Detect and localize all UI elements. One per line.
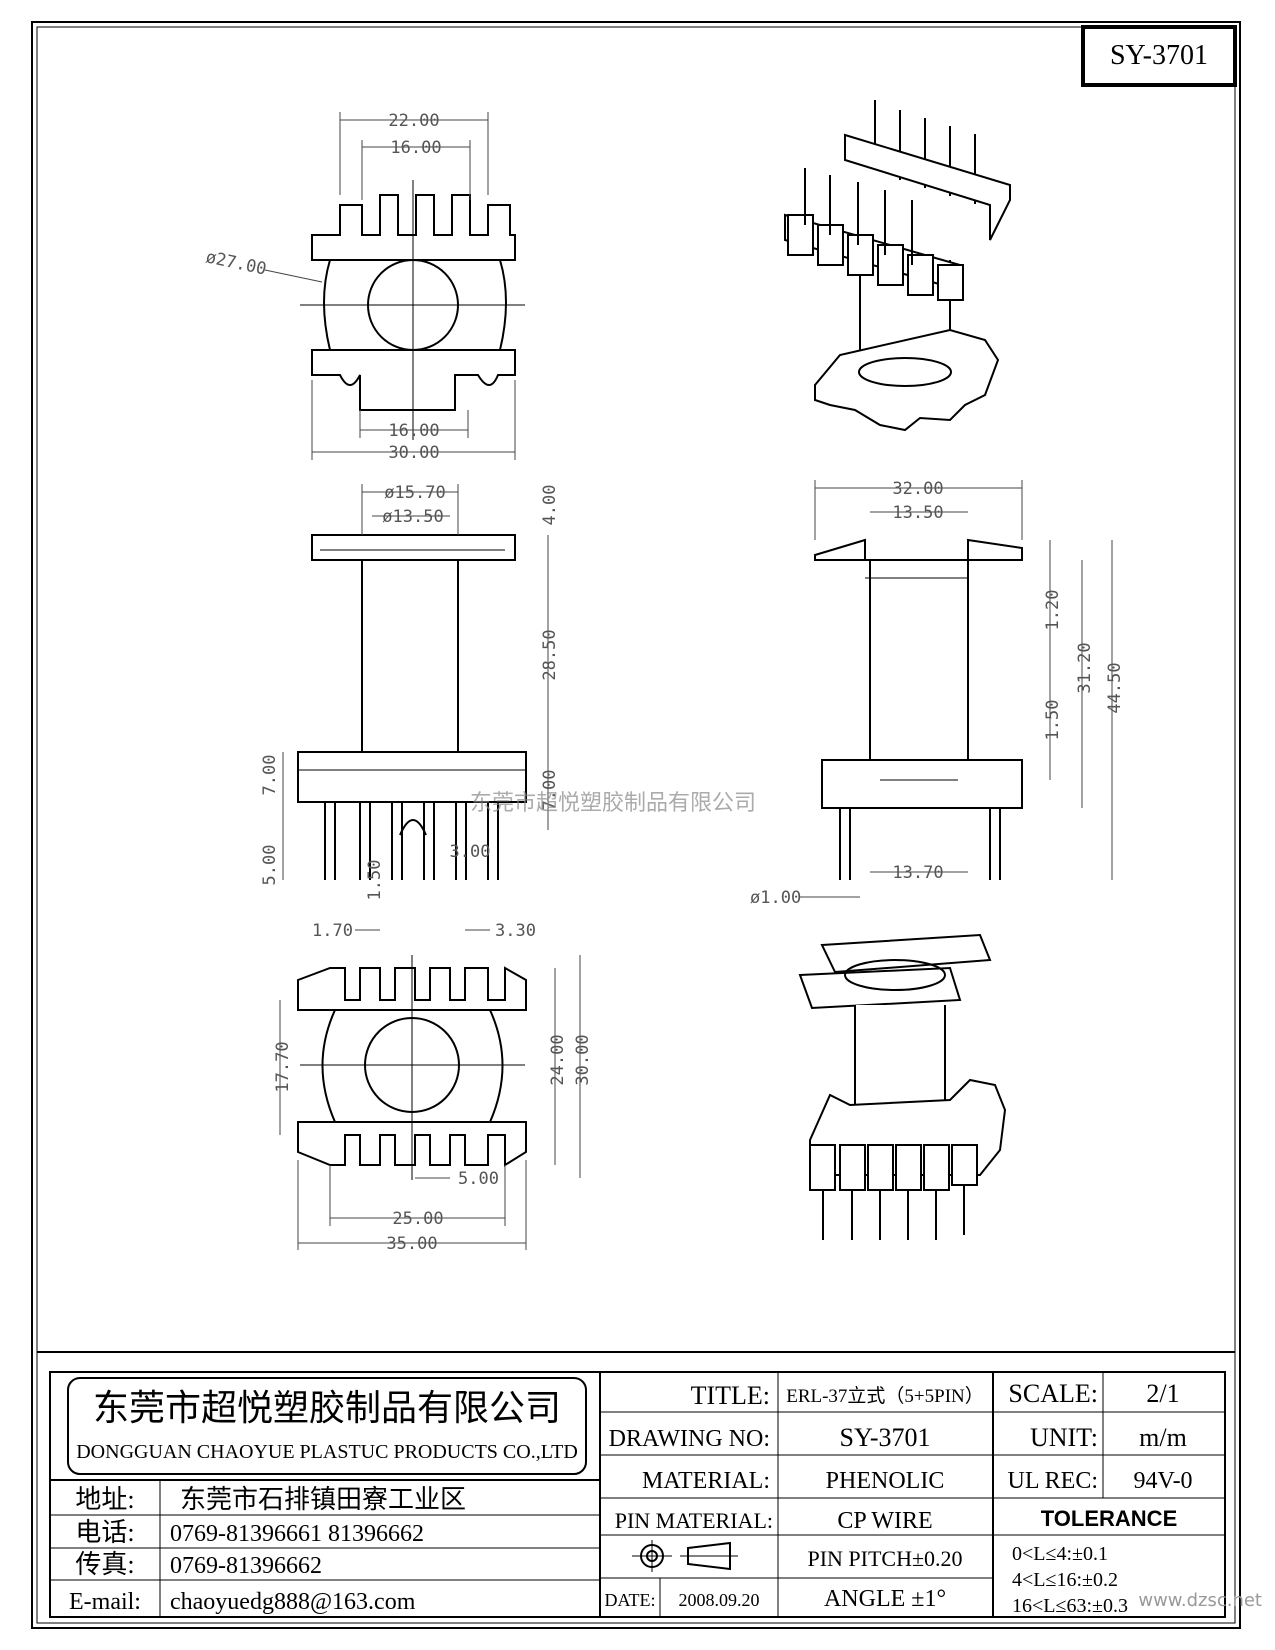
dim-pin-len: 5.00 (260, 845, 280, 886)
address-label: 地址: (75, 1485, 134, 1514)
ul-value: 94V-0 (1133, 1468, 1192, 1494)
pin-pitch: PIN PITCH±0.20 (807, 1546, 962, 1571)
drawing-code: SY-3701 (1110, 40, 1208, 71)
dim-total: 44.50 (1105, 662, 1125, 713)
side-view: 32.00 13.50 1.20 1.50 31.20 44.50 13.70 … (750, 479, 1125, 908)
drawing-no-value: SY-3701 (839, 1423, 930, 1452)
dim-h1: 1.20 (1043, 590, 1063, 631)
date-value: 2008.09.20 (679, 1590, 760, 1610)
dim-outer-width: 22.00 (388, 111, 439, 131)
scale-value: 2/1 (1146, 1379, 1179, 1408)
tol-1: 0<L≤4:±0.1 (1012, 1543, 1108, 1565)
ul-label: UL REC: (1008, 1468, 1098, 1494)
tol-2: 4<L≤16:±0.2 (1012, 1569, 1118, 1591)
dim-pin-w: 1.50 (365, 860, 385, 901)
title-label: TITLE: (691, 1381, 770, 1410)
dim-d1: ø15.70 (384, 483, 445, 503)
dim-h3: 30.00 (573, 1034, 593, 1085)
iso-view-top (784, 100, 1011, 432)
outer-frame (31, 21, 1241, 1629)
dim-width: 32.00 (892, 479, 943, 499)
drawing-no-label: DRAWING NO: (609, 1426, 770, 1452)
iso-view-bottom (798, 933, 1007, 1240)
material-label: MATERIAL: (642, 1468, 770, 1494)
dim-pin-dia: ø1.00 (750, 888, 801, 908)
dim-top-h: 4.00 (540, 485, 560, 526)
phone-label: 电话: (75, 1518, 134, 1547)
tol-3: 16<L≤63:±0.3 (1012, 1595, 1128, 1617)
top-view: 22.00 16.00 ø27.00 16.00 30.00 (204, 111, 525, 463)
dim-bottom-inner: 16.00 (388, 421, 439, 441)
dim-h1: 17.70 (273, 1041, 293, 1092)
dim-body-h: 28.50 (540, 629, 560, 680)
dim-h2: 24.00 (548, 1034, 568, 1085)
projection-symbol-icon (632, 1540, 738, 1572)
dim-base-h2: 7.00 (540, 770, 560, 811)
dim-d2: ø13.50 (382, 507, 443, 527)
date-label: DATE: (605, 1590, 656, 1610)
material-value: PHENOLIC (826, 1468, 945, 1494)
angle: ANGLE ±1° (824, 1586, 946, 1612)
dim-pitch: 5.00 (458, 1169, 499, 1189)
unit-value: m/m (1139, 1423, 1187, 1452)
dim-inner-width: 16.00 (390, 138, 441, 158)
title-value: ERL-37立式（5+5PIN） (786, 1385, 984, 1407)
fax-label: 传真: (75, 1550, 134, 1579)
tolerance-label: TOLERANCE (1041, 1506, 1178, 1531)
company-cn: 东莞市超悦塑胶制品有限公司 (93, 1388, 561, 1428)
fax-value: 0769-81396662 (170, 1553, 322, 1579)
dim-span: 25.00 (392, 1209, 443, 1229)
dim-total: 35.00 (386, 1234, 437, 1254)
title-block: 东莞市超悦塑胶制品有限公司 DONGGUAN CHAOYUE PLASTUC P… (37, 1351, 1262, 1618)
email-value: chaoyuedg888@163.com (170, 1589, 416, 1615)
code-box (1081, 25, 1237, 87)
dim-slot: 3.00 (450, 842, 491, 862)
pin-material-value: CP WIRE (837, 1508, 932, 1534)
pin-material-label: PIN MATERIAL: (615, 1508, 773, 1533)
inner-frame (36, 26, 1236, 1624)
dim-a: 1.70 (312, 921, 353, 941)
dim-base-h: 7.00 (260, 755, 280, 796)
dim-pin-span: 13.70 (892, 863, 943, 883)
bottom-view: 1.70 3.30 17.70 24.00 30.00 5.00 25.00 3… (273, 921, 593, 1254)
dim-h2: 31.20 (1075, 642, 1095, 693)
site-mark: www.dzsc.net (1138, 1590, 1262, 1611)
front-view: ø15.70 ø13.50 4.00 28.50 7.00 7.00 5.00 … (260, 483, 560, 900)
address-value: 东莞市石排镇田寮工业区 (180, 1485, 466, 1514)
unit-label: UNIT: (1030, 1423, 1098, 1452)
phone-value: 0769-81396661 81396662 (170, 1521, 424, 1547)
dim-h3: 1.50 (1043, 700, 1063, 741)
email-label: E-mail: (69, 1589, 141, 1615)
dim-bottom-outer: 30.00 (388, 443, 439, 463)
scale-label: SCALE: (1008, 1379, 1098, 1408)
dim-b: 3.30 (495, 921, 536, 941)
watermark: 东莞市超悦塑胶制品有限公司 (470, 791, 756, 816)
dim-inner: 13.50 (892, 503, 943, 523)
dim-diameter: ø27.00 (204, 247, 268, 279)
company-en: DONGGUAN CHAOYUE PLASTUC PRODUCTS CO.,LT… (76, 1441, 578, 1463)
